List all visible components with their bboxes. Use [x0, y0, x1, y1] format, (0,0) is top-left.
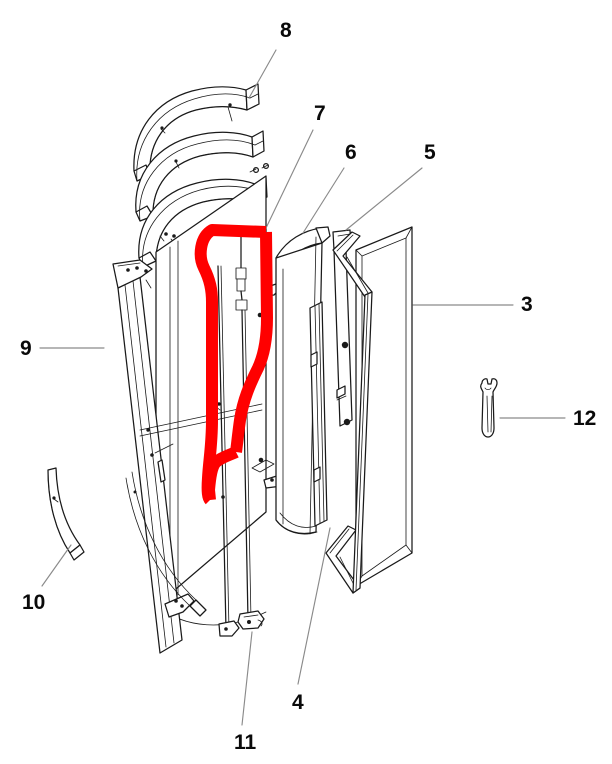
- leader-7: [265, 129, 314, 229]
- part-lower-curved-trim: [47, 467, 85, 561]
- callout-label-3: 3: [521, 293, 533, 316]
- part-vertical-rod-assembly: [235, 227, 265, 630]
- part-door-glass-frame: [325, 226, 413, 594]
- callout-leader-lines: [39, 49, 566, 726]
- callout-label-8: 8: [280, 19, 292, 42]
- callout-label-12: 12: [573, 407, 597, 430]
- part-handle-tool: [480, 378, 498, 438]
- callout-label-4: 4: [292, 691, 304, 714]
- callout-label-9: 9: [20, 337, 32, 360]
- callout-label-11: 11: [234, 731, 257, 754]
- leader-4: [297, 527, 331, 685]
- leader-8: [248, 49, 277, 99]
- callout-label-5: 5: [424, 141, 436, 164]
- part-left-side-rail: [112, 259, 195, 654]
- leader-10: [41, 544, 72, 587]
- leader-11: [241, 631, 253, 726]
- callout-label-10: 10: [22, 591, 46, 614]
- part-second-curved-baffle: [135, 130, 265, 222]
- callout-label-6: 6: [345, 141, 357, 164]
- part-inner-liner-panel: [309, 301, 328, 527]
- part-upper-curved-baffle: [133, 83, 260, 182]
- callout-label-7: 7: [314, 102, 326, 125]
- body-lower-arc: [125, 471, 207, 617]
- leader-6: [302, 167, 345, 234]
- leader-5: [345, 167, 423, 231]
- red-highlight-annotation: [194, 224, 273, 505]
